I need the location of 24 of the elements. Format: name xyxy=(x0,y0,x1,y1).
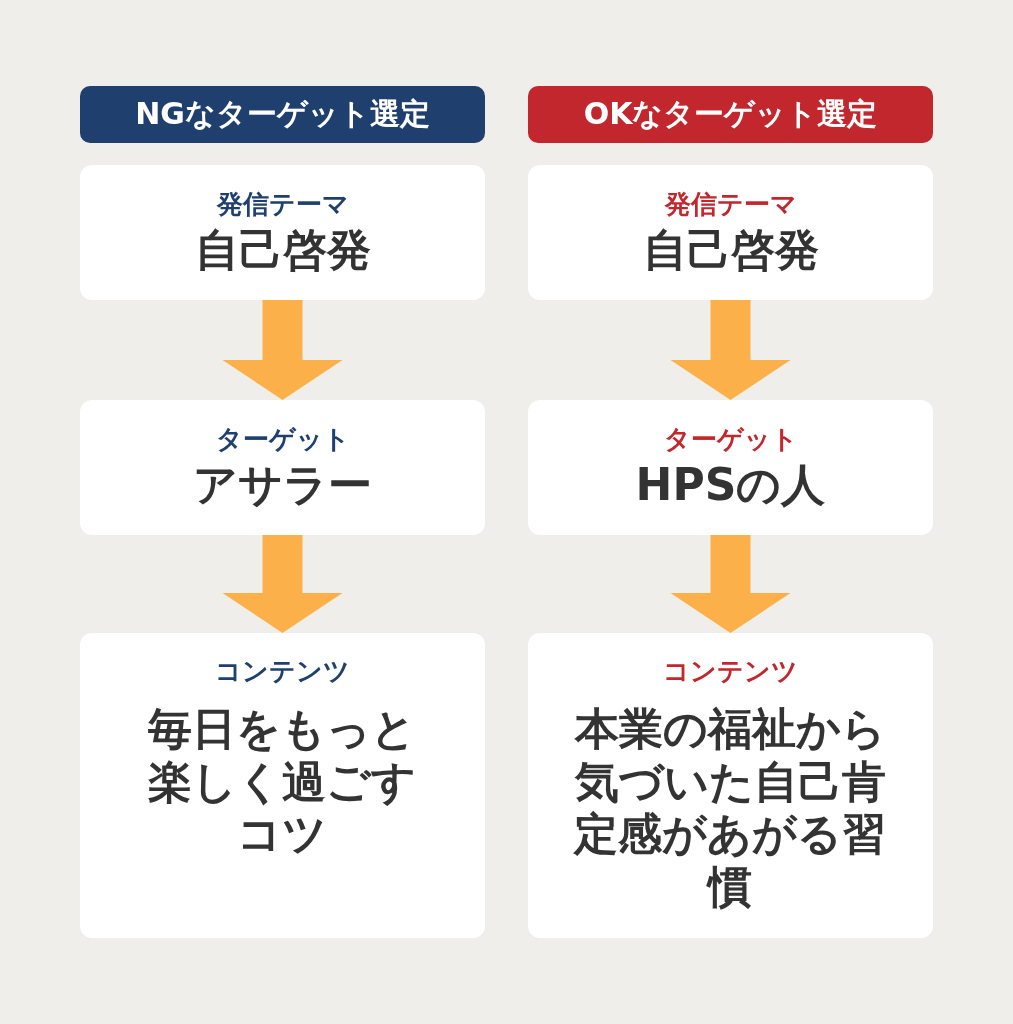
step-card xyxy=(80,165,485,300)
step-card xyxy=(528,400,933,535)
step-text: アサラー xyxy=(193,459,372,512)
step-card xyxy=(80,400,485,535)
step-heading: ターゲット xyxy=(215,423,350,457)
down-arrow xyxy=(670,300,791,400)
step-text: 本業の福祉から気づいた自己肯定感があがる習慣 xyxy=(572,702,888,914)
step-card xyxy=(528,633,933,938)
step-heading: コンテンツ xyxy=(215,655,350,688)
step-text: 毎日をもっと楽しく過ごすコツ xyxy=(147,702,418,862)
down-arrow xyxy=(222,300,343,400)
step-heading: 発信テーマ xyxy=(664,188,797,222)
down-arrow xyxy=(670,535,791,633)
step-card xyxy=(80,633,485,938)
step-text: HPSの人 xyxy=(635,459,826,512)
down-arrow xyxy=(222,535,343,633)
step-text: 自己啓発 xyxy=(194,224,371,277)
step-heading: コンテンツ xyxy=(663,655,798,688)
step-card xyxy=(528,165,933,300)
column-header: OKなターゲット選定 xyxy=(528,86,933,143)
step-heading: 発信テーマ xyxy=(216,188,349,222)
step-text: 自己啓発 xyxy=(642,224,819,277)
step-heading: ターゲット xyxy=(663,423,798,457)
column-header: NGなターゲット選定 xyxy=(80,86,485,143)
